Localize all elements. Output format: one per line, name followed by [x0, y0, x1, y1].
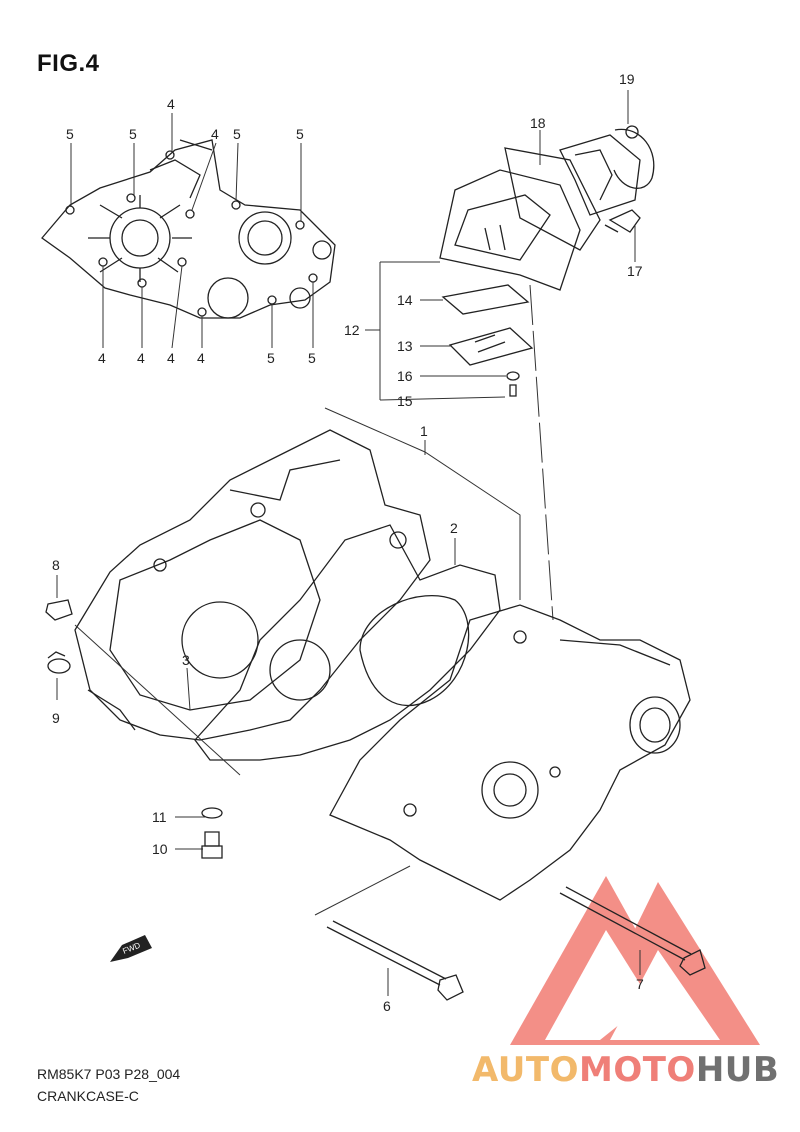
callout-16: 16	[397, 368, 413, 384]
watermark-text: AUTOMOTOHUB	[472, 1050, 779, 1090]
callout-4: 4	[167, 350, 175, 366]
figure-title: FIG.4	[37, 50, 100, 77]
callout-5: 5	[233, 126, 241, 142]
callout-3: 3	[182, 652, 190, 668]
left-crankcase-half	[74, 429, 431, 741]
callout-4: 4	[167, 96, 175, 112]
callout-12: 12	[344, 322, 360, 338]
gasket	[194, 524, 501, 761]
callout-5: 5	[129, 126, 137, 142]
callout-7: 7	[636, 976, 644, 992]
reed-valve-assembly	[439, 125, 655, 291]
figure-name: CRANKCASE-C	[37, 1088, 139, 1104]
callout-9: 9	[52, 710, 60, 726]
callout-11: 11	[152, 809, 167, 825]
reed-plates	[441, 284, 534, 397]
callout-2: 2	[450, 520, 458, 536]
callout-8: 8	[52, 557, 60, 573]
callout-17: 17	[627, 263, 643, 279]
long-bolts	[326, 886, 706, 1001]
bracket-12	[365, 90, 636, 401]
leader-lines-main	[56, 407, 641, 996]
leader-lines-side	[70, 113, 314, 349]
callout-14: 14	[397, 292, 413, 308]
intake-guide-line	[529, 284, 554, 621]
fastener-parts	[45, 599, 223, 859]
figure-code: RM85K7 P03 P28_004	[37, 1066, 181, 1082]
callout-10: 10	[152, 841, 168, 857]
callout-18: 18	[530, 115, 546, 131]
callout-5: 5	[267, 350, 275, 366]
watermark-logo	[510, 876, 760, 1045]
callout-1: 1	[420, 423, 428, 439]
watermark-word-hub: HUB	[695, 1050, 780, 1090]
callout-4: 4	[137, 350, 145, 366]
callout-labels: 4 5 5 4 5 5 4 4 4 4 5 5 19 18 17 14 12 1…	[52, 71, 644, 1014]
callout-5: 5	[308, 350, 316, 366]
fwd-arrow-icon: FWD	[110, 935, 152, 962]
callout-19: 19	[619, 71, 635, 87]
right-crankcase-half	[329, 604, 691, 901]
crankcase-side-view	[41, 139, 336, 319]
callout-4: 4	[98, 350, 106, 366]
watermark-word-moto: MOTO	[578, 1050, 696, 1090]
callout-6: 6	[383, 998, 391, 1014]
callout-5: 5	[296, 126, 304, 142]
callout-15: 15	[397, 393, 413, 409]
watermark-word-auto: AUTO	[472, 1050, 579, 1090]
callout-5: 5	[66, 126, 74, 142]
callout-4: 4	[211, 126, 219, 142]
callout-13: 13	[397, 338, 413, 354]
callout-4: 4	[197, 350, 205, 366]
